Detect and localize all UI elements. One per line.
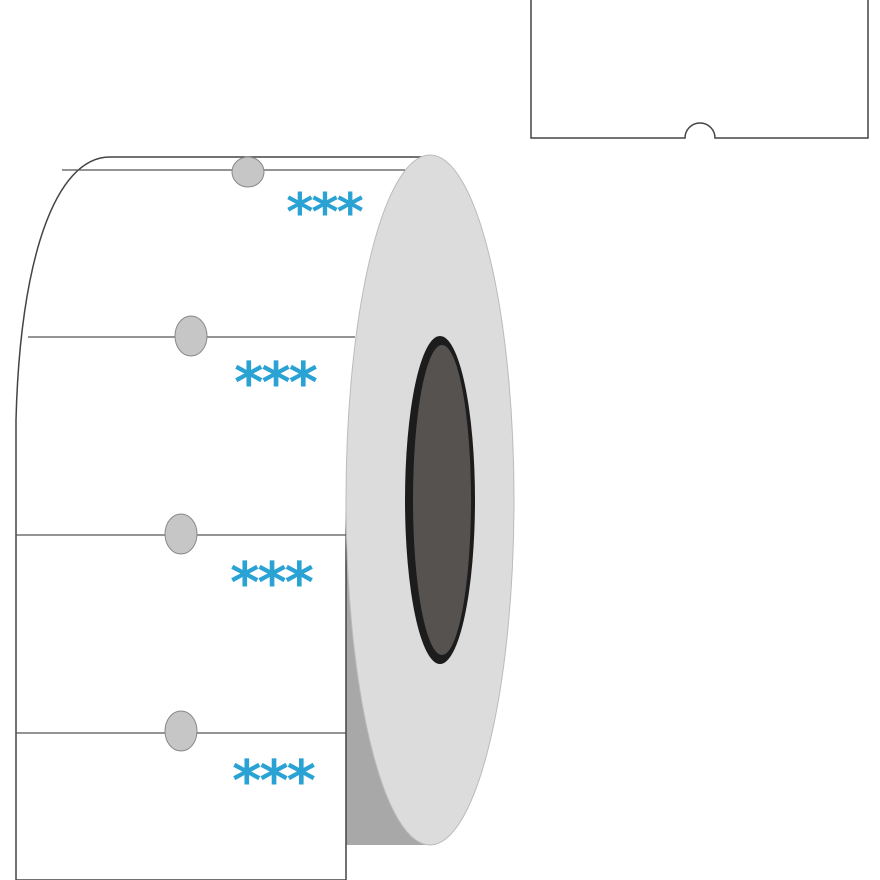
single-label-mark: *** — [764, 0, 836, 19]
roll-core-hole — [413, 345, 471, 655]
label-notch — [174, 315, 208, 357]
label-notch — [164, 513, 198, 555]
single-label: *** — [530, 0, 869, 139]
label-notch — [231, 156, 265, 188]
label-mark: *** — [234, 351, 318, 416]
label-notch — [164, 710, 198, 752]
single-label-outline — [530, 0, 869, 139]
label-mark: *** — [286, 183, 363, 243]
label-mark: *** — [232, 749, 316, 814]
label-roll: *** *** *** *** — [15, 154, 515, 880]
label-mark: *** — [230, 551, 314, 616]
